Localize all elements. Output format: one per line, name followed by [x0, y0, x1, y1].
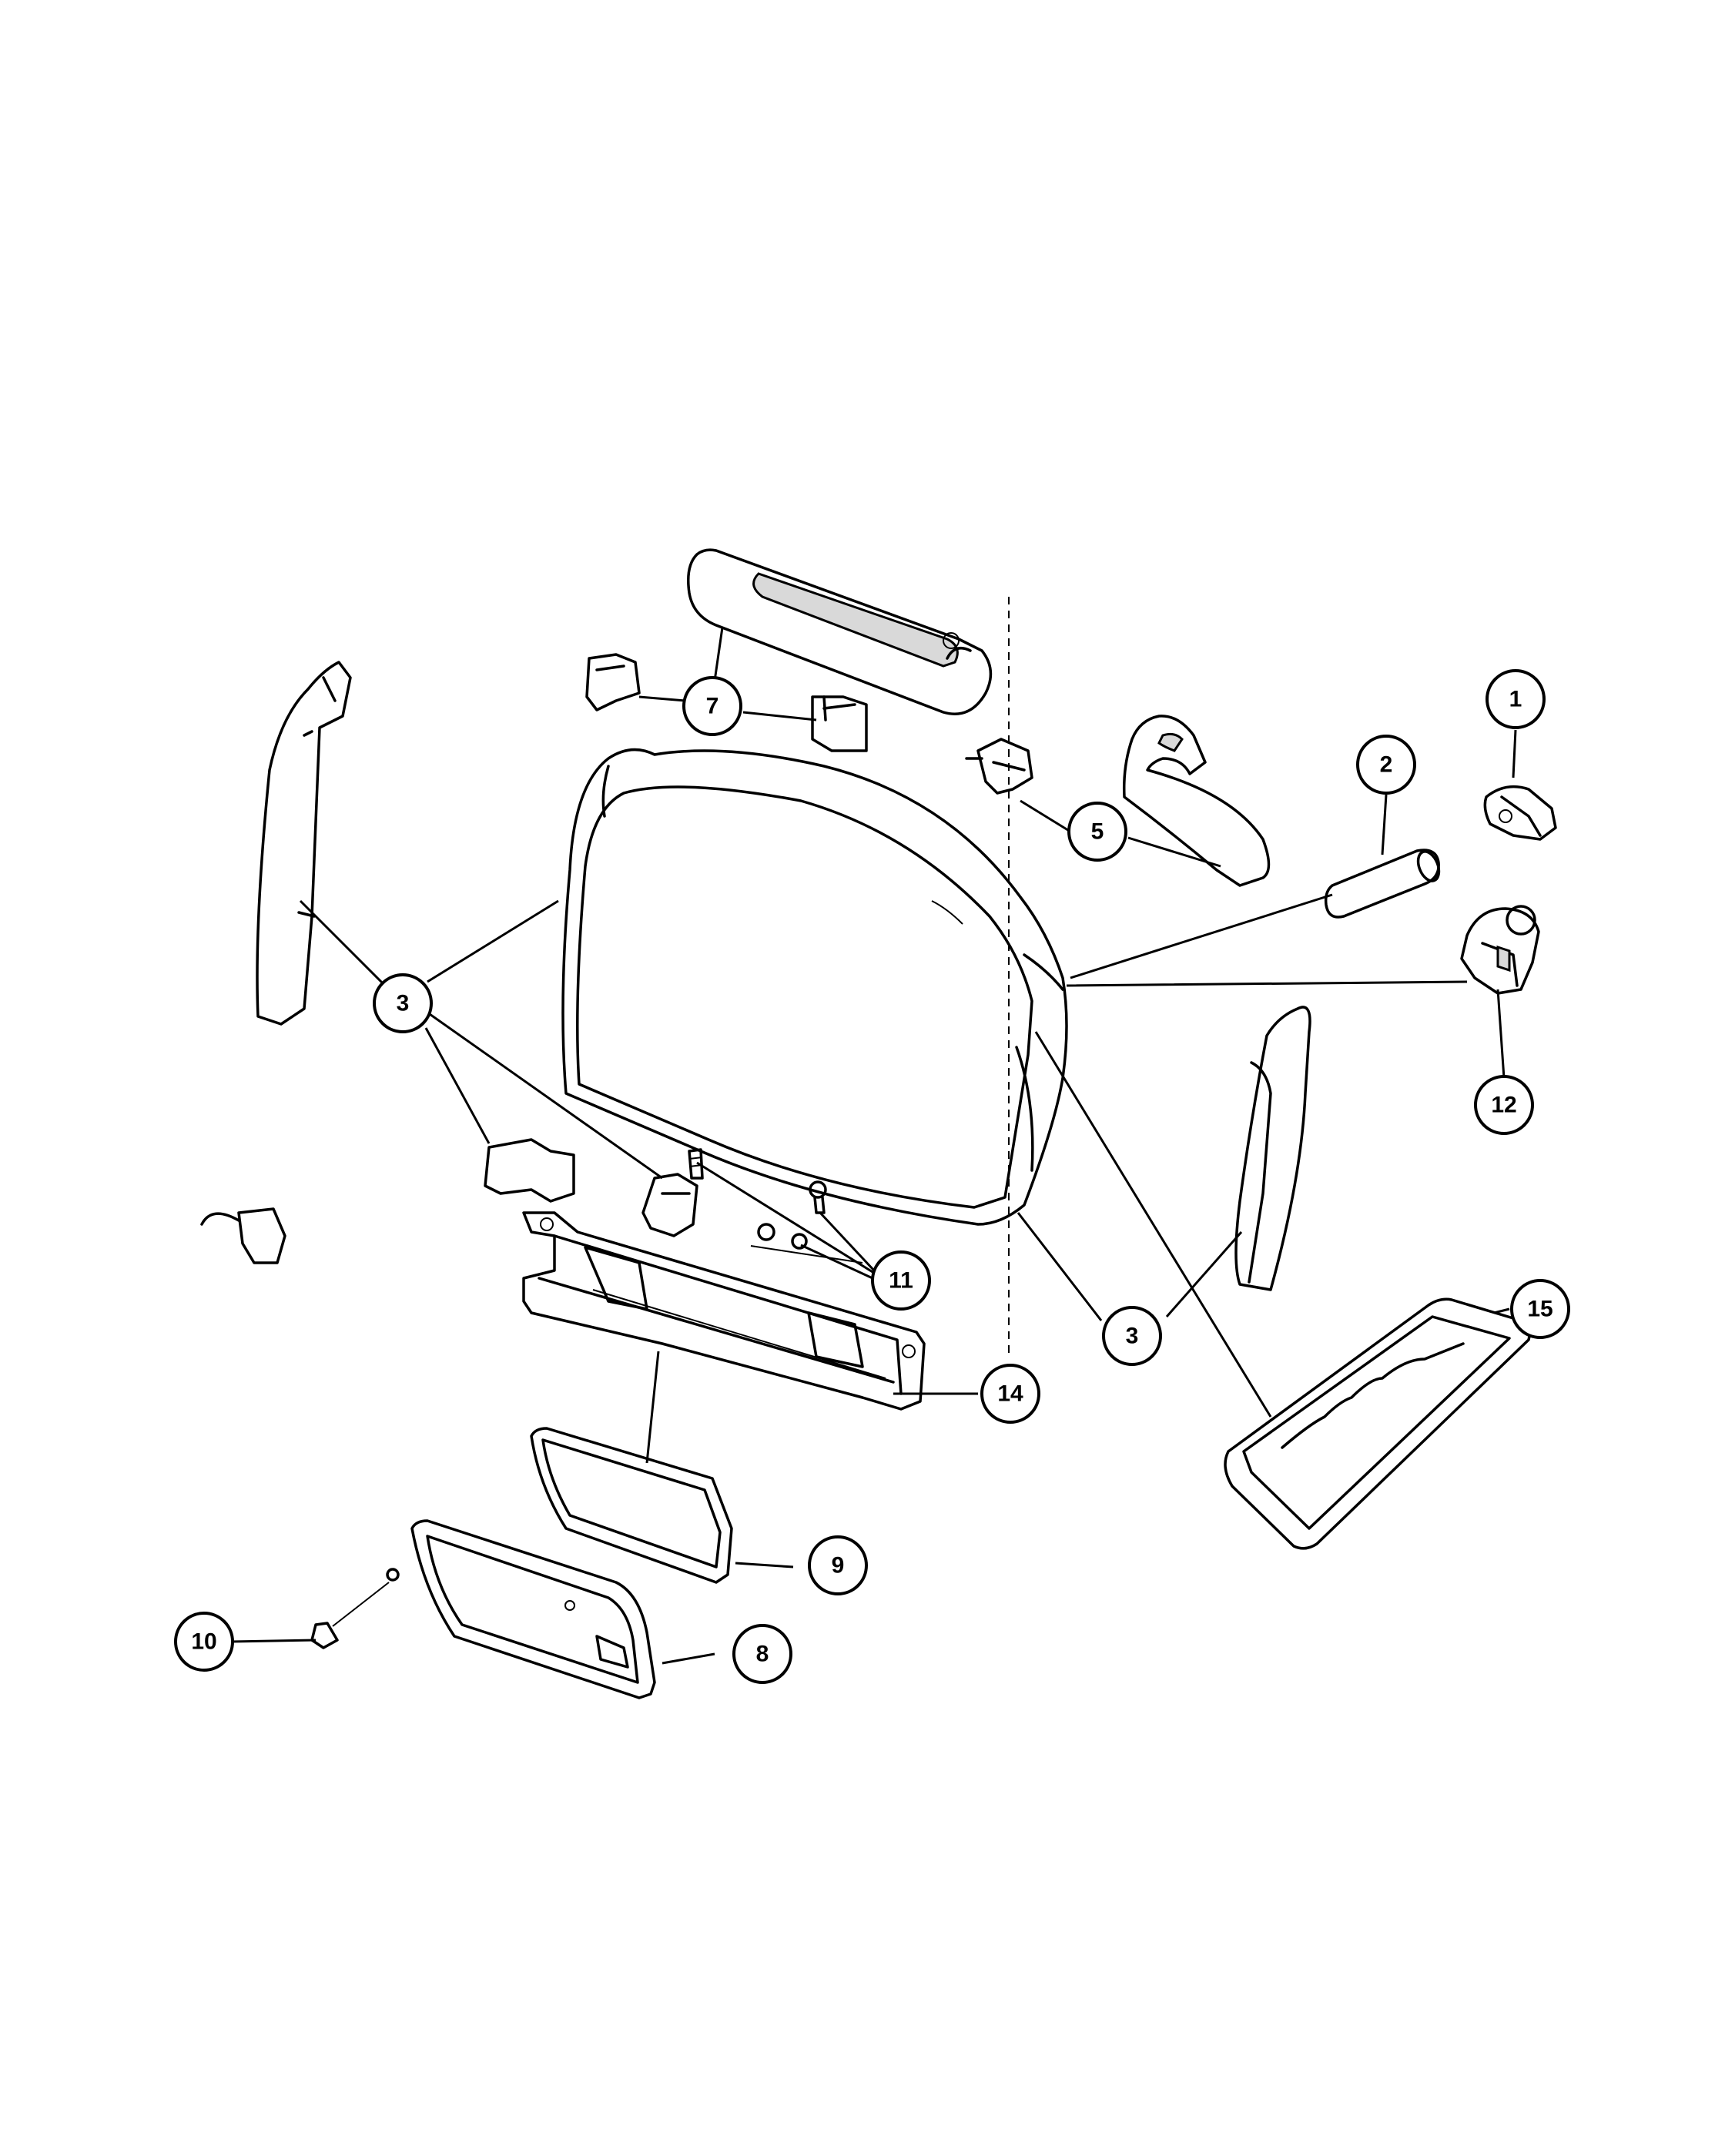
- callout-8: 8: [732, 1624, 792, 1684]
- callout-7-label: 7: [706, 694, 719, 719]
- callout-10: 10: [174, 1612, 234, 1672]
- callout-11: 11: [871, 1250, 931, 1311]
- callout-12-label: 12: [1491, 1093, 1516, 1118]
- callout-5: 5: [1067, 802, 1127, 862]
- side-shield-left: [256, 661, 352, 1026]
- lumbar-bracket-center: [641, 1173, 698, 1237]
- recliner-knob: [200, 1207, 286, 1264]
- callout-5-label: 5: [1091, 819, 1104, 845]
- adjuster-tube: [1324, 849, 1441, 919]
- cushion-frame: [1224, 1297, 1531, 1550]
- callout-3-lower-label: 3: [1126, 1324, 1139, 1349]
- callout-15-label: 15: [1527, 1297, 1552, 1322]
- push-pin: [310, 1568, 400, 1649]
- callout-10-label: 10: [191, 1629, 216, 1655]
- seat-back: [561, 748, 1068, 1226]
- back-panel: [530, 1427, 733, 1584]
- seat-frame: [522, 1211, 926, 1411]
- callout-9-label: 9: [832, 1553, 845, 1578]
- bolt-right: [809, 1180, 827, 1214]
- trim-bezel: [410, 1519, 656, 1699]
- seat-switch: [1460, 905, 1540, 995]
- callout-14-label: 14: [997, 1381, 1023, 1407]
- callout-1-label: 1: [1509, 687, 1522, 712]
- callout-12: 12: [1474, 1075, 1534, 1135]
- callout-2-label: 2: [1380, 752, 1393, 778]
- side-cover-upper-right: [1122, 715, 1271, 887]
- callout-8-label: 8: [756, 1642, 769, 1667]
- callout-2: 2: [1356, 735, 1416, 795]
- headrest: [687, 548, 993, 715]
- headrest-guide-left: [585, 653, 641, 711]
- callout-9: 9: [808, 1535, 868, 1595]
- callout-11-label: 11: [889, 1268, 913, 1294]
- callout-3-lower: 3: [1102, 1306, 1162, 1366]
- callout-15: 15: [1510, 1279, 1570, 1339]
- lumbar-bracket-left: [484, 1138, 575, 1203]
- side-cover-bracket: [965, 738, 1033, 795]
- callout-3-upper: 3: [373, 973, 433, 1033]
- callout-7: 7: [682, 676, 742, 736]
- nut-pair: [757, 1223, 808, 1250]
- callout-14: 14: [980, 1364, 1040, 1424]
- callout-1: 1: [1486, 669, 1546, 729]
- leader-lines: [230, 627, 1517, 1665]
- side-shield-right: [1234, 1006, 1311, 1291]
- adjuster-knob: [1483, 785, 1557, 841]
- headrest-guide-right: [811, 695, 868, 752]
- callout-3-upper-label: 3: [397, 991, 410, 1016]
